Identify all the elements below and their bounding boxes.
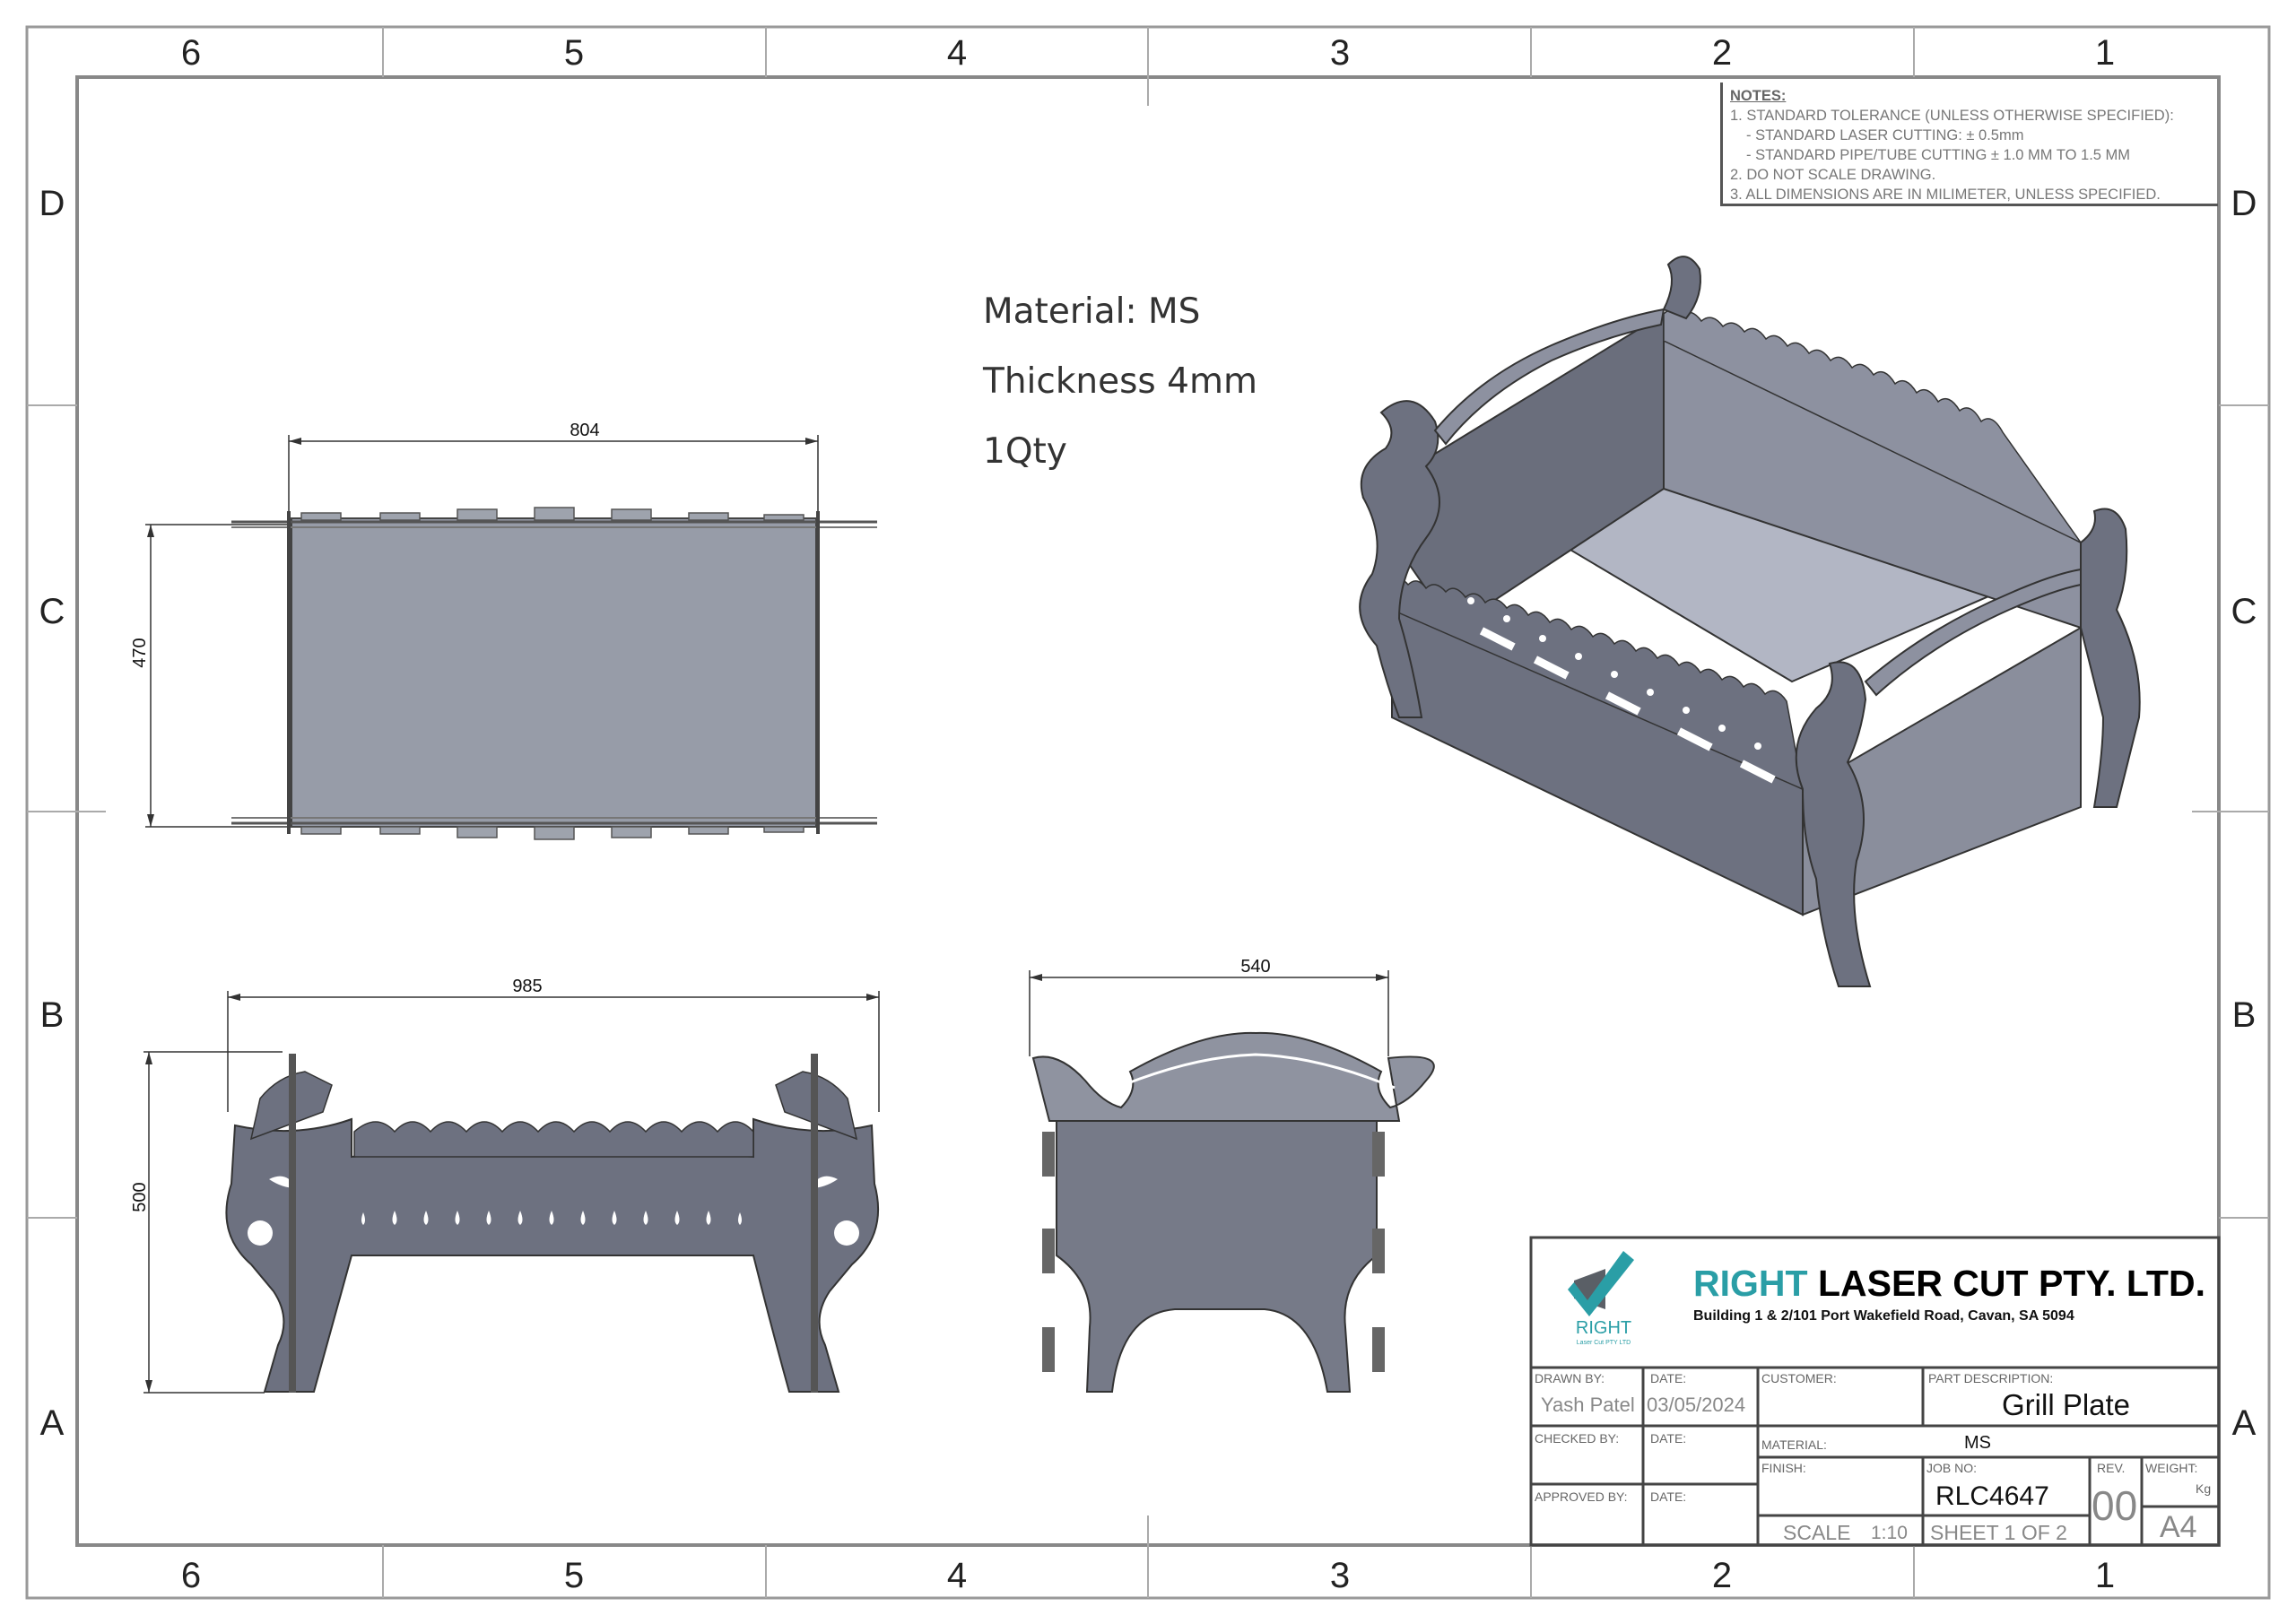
rev-value: 00 (2092, 1482, 2138, 1529)
paper-size: A4 (2160, 1510, 2197, 1544)
spec-thickness: Thickness 4mm (983, 361, 1257, 402)
date-label: DATE: (1650, 1431, 1687, 1446)
dim-front-height: 500 (130, 1182, 150, 1211)
notes-box: NOTES: 1. STANDARD TOLERANCE (UNLESS OTH… (1720, 83, 2218, 206)
front-view (144, 991, 880, 1394)
company-name-rest: LASER CUT PTY. LTD. (1807, 1263, 2205, 1304)
scale-label: SCALE (1783, 1521, 1851, 1544)
col-label-top: 1 (2095, 33, 2115, 73)
sheet-number: SHEET 1 OF 2 (1930, 1521, 2067, 1544)
row-label-right: A (2232, 1403, 2257, 1443)
logo-text: RIGHT (1575, 1318, 1632, 1338)
approved-by-label: APPROVED BY: (1535, 1489, 1628, 1504)
col-label-bottom: 1 (2095, 1556, 2115, 1595)
row-label-left: D (39, 184, 65, 223)
side-view (1029, 970, 1435, 1393)
isometric-view (1359, 256, 2141, 987)
dim-front-width: 985 (512, 977, 542, 996)
drawn-by-label: DRAWN BY: (1535, 1371, 1605, 1385)
col-label-top: 2 (1712, 33, 1732, 73)
row-label-left: B (40, 995, 65, 1035)
col-label-top: 6 (181, 33, 201, 73)
col-label-bottom: 3 (1330, 1556, 1350, 1595)
job-no-value: RLC4647 (1935, 1481, 2049, 1511)
weight-label: WEIGHT: (2145, 1461, 2198, 1475)
dim-side-width: 540 (1240, 957, 1270, 977)
col-label-bottom: 2 (1712, 1556, 1732, 1595)
top-view (145, 435, 877, 840)
notes-line: 2. DO NOT SCALE DRAWING. (1730, 167, 1936, 183)
company-address: Building 1 & 2/101 Port Wakefield Road, … (1693, 1308, 2074, 1324)
company-name: RIGHT LASER CUT PTY. LTD. (1693, 1263, 2205, 1305)
spec-material: Material: MS (983, 291, 1201, 332)
customer-label: CUSTOMER: (1761, 1371, 1837, 1385)
dim-top-height: 470 (130, 638, 150, 667)
notes-line: - STANDARD PIPE/TUBE CUTTING ± 1.0 MM TO… (1746, 147, 2131, 163)
company-name-accent: RIGHT (1693, 1263, 1808, 1304)
date-label: DATE: (1650, 1371, 1687, 1385)
row-label-left: C (39, 592, 65, 631)
notes-line: - STANDARD LASER CUTTING: ± 0.5mm (1746, 127, 2024, 143)
row-label-left: A (40, 1403, 65, 1443)
company-logo (1568, 1251, 1634, 1316)
col-label-bottom: 5 (564, 1556, 584, 1595)
checked-by-label: CHECKED BY: (1535, 1431, 1620, 1446)
part-description-value: Grill Plate (2002, 1388, 2131, 1421)
col-label-bottom: 4 (947, 1556, 967, 1595)
dim-top-width: 804 (570, 421, 599, 440)
title-block (1529, 1236, 2221, 1547)
col-label-top: 4 (947, 33, 967, 73)
notes-line: 3. ALL DIMENSIONS ARE IN MILIMETER, UNLE… (1730, 187, 2161, 203)
row-label-right: C (2231, 592, 2257, 631)
job-no-label: JOB NO: (1926, 1461, 1978, 1475)
notes-heading: NOTES: (1730, 88, 1787, 104)
finish-label: FINISH: (1761, 1461, 1806, 1475)
date-value: 03/05/2024 (1647, 1394, 1746, 1416)
spec-qty: 1Qty (983, 431, 1067, 472)
scale-value: 1:10 (1871, 1523, 1908, 1543)
weight-unit: Kg (2196, 1481, 2212, 1496)
drawn-by-value: Yash Patel (1541, 1394, 1635, 1416)
row-label-right: B (2232, 995, 2257, 1035)
part-description-label: PART DESCRIPTION: (1928, 1371, 2054, 1385)
grid-ticks (27, 27, 2269, 1598)
col-label-top: 3 (1330, 33, 1350, 73)
date-label: DATE: (1650, 1489, 1687, 1504)
rev-label: REV. (2097, 1461, 2126, 1475)
material-value: MS (1964, 1433, 1991, 1453)
row-label-right: D (2231, 184, 2257, 223)
material-label: MATERIAL: (1761, 1437, 1827, 1452)
col-label-bottom: 6 (181, 1556, 201, 1595)
col-label-top: 5 (564, 33, 584, 73)
logo-subtext: Laser Cut PTY LTD (1576, 1340, 1631, 1346)
notes-line: 1. STANDARD TOLERANCE (UNLESS OTHERWISE … (1730, 108, 2174, 124)
